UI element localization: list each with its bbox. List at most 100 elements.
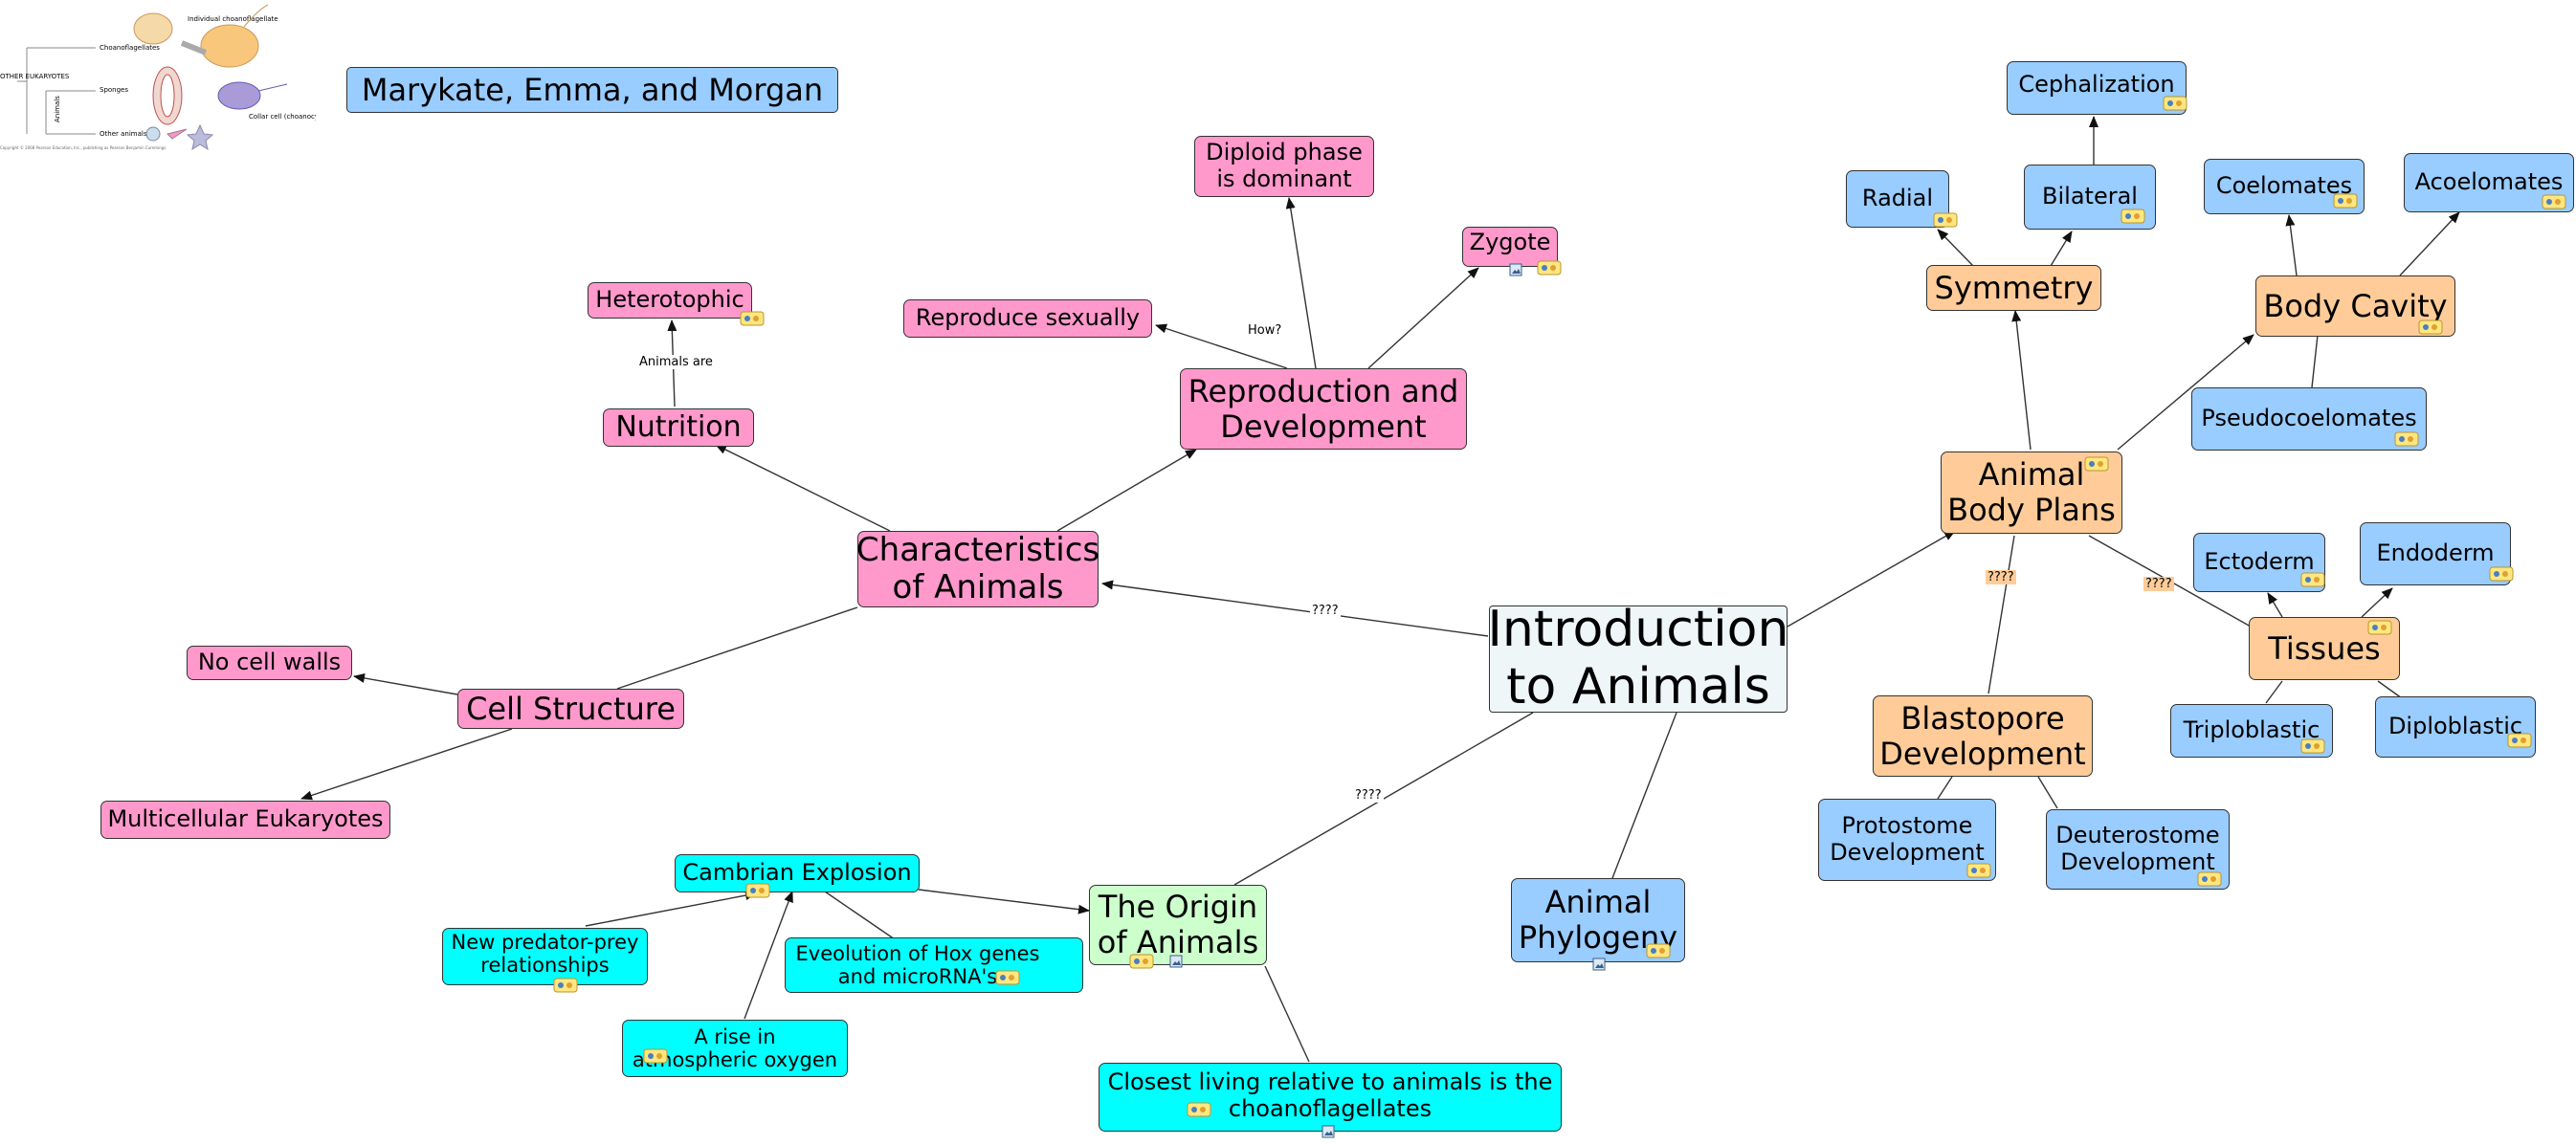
node-zygote[interactable]: Zygote	[1462, 227, 1558, 267]
link-bodyplans-bodycavity	[2117, 334, 2254, 451]
node-pseudocoelomates[interactable]: Pseudocoelomates	[2191, 387, 2427, 451]
link-root-bodyplans	[1787, 530, 1956, 628]
link-oxygen-cambrian	[744, 891, 793, 1020]
link-tissues-triploblastic	[2265, 680, 2283, 704]
link-repro-sexually	[1155, 323, 1288, 369]
link-tissues-ectoderm	[2267, 592, 2283, 618]
node-characteristics[interactable]: Characteristics of Animals	[855, 530, 1100, 607]
node-cephalization[interactable]: Cephalization	[2007, 61, 2187, 115]
node-animal-phylogeny[interactable]: Animal Phylogeny	[1511, 878, 1685, 962]
node-multicellular[interactable]: Multicellular Eukaryotes	[100, 801, 390, 839]
node-atmospheric-oxygen[interactable]: A rise in atmospheric oxygen	[622, 1020, 848, 1077]
link-tissues-diploblastic	[2377, 680, 2403, 699]
other-animals-illustration	[145, 123, 214, 151]
resource-link-icon[interactable]	[2507, 733, 2532, 748]
node-diploblastic[interactable]: Diploblastic	[2375, 696, 2536, 758]
node-radial[interactable]: Radial	[1846, 170, 1949, 228]
node-predator-prey[interactable]: New predator-prey relationships	[442, 928, 648, 985]
node-cell-structure[interactable]: Cell Structure	[457, 689, 684, 729]
link-root-characteristics	[1101, 580, 1489, 637]
resource-link-icon[interactable]	[745, 883, 770, 898]
link-label-animals-are: Animals are	[637, 355, 715, 369]
resource-link-icon[interactable]	[1537, 260, 1562, 275]
fig-label-other-animals: Other animals	[100, 130, 147, 138]
link-bodycavity-acoelomates	[2399, 211, 2460, 276]
node-protostome[interactable]: Protostome Development	[1818, 799, 1996, 881]
link-origin-choano	[1264, 965, 1310, 1063]
node-nutrition[interactable]: Nutrition	[603, 408, 754, 447]
choanoflagellate-illustration	[133, 4, 269, 68]
fig-label-animals: Animals	[54, 96, 61, 122]
link-char-reproduction	[1056, 449, 1197, 532]
resource-link-icon[interactable]	[740, 311, 765, 326]
resource-link-icon[interactable]	[995, 970, 1020, 985]
node-endoderm[interactable]: Endoderm	[2360, 522, 2511, 585]
link-label-origin-question: ????	[1353, 788, 1384, 803]
resource-link-icon[interactable]	[643, 1048, 668, 1064]
resource-link-icon[interactable]	[2489, 566, 2514, 582]
fig-label-other-eukaryotes: OTHER EUKARYOTES	[0, 73, 70, 80]
sponge-illustration	[152, 66, 288, 125]
node-reproduce-sexually[interactable]: Reproduce sexually	[903, 299, 1152, 338]
resource-link-icon[interactable]	[2300, 572, 2325, 587]
resource-link-icon[interactable]	[2121, 209, 2145, 224]
image-resource-icon[interactable]	[1592, 957, 1606, 971]
image-resource-icon[interactable]	[1321, 1124, 1335, 1138]
link-label-char-question: ????	[1310, 604, 1341, 618]
node-no-cell-walls[interactable]: No cell walls	[187, 646, 352, 680]
link-predator-cambrian	[585, 891, 757, 927]
resource-link-icon[interactable]	[2542, 194, 2566, 209]
link-label-blastopore-question: ????	[1986, 570, 2016, 584]
link-repro-diploid	[1285, 197, 1317, 369]
authors-box[interactable]: Marykate, Emma, and Morgan	[346, 67, 838, 113]
link-char-cellstructure	[616, 606, 858, 690]
resource-link-icon[interactable]	[2084, 456, 2109, 472]
image-resource-icon[interactable]	[1509, 262, 1522, 276]
node-reproduction[interactable]: Reproduction and Development	[1180, 368, 1467, 450]
resource-link-icon[interactable]	[2418, 319, 2443, 335]
node-introduction-to-animals[interactable]: Introduction to Animals	[1487, 601, 1789, 716]
link-symmetry-bilateral	[2050, 231, 2073, 267]
resource-link-icon[interactable]	[553, 978, 578, 993]
link-label-tissues-question: ????	[2143, 577, 2174, 591]
fig-label-choanoflagellates: Choanoflagellates	[100, 44, 160, 52]
link-hox-cambrian	[824, 891, 896, 940]
resource-link-icon[interactable]	[2394, 431, 2419, 447]
resource-link-icon[interactable]	[1129, 954, 1154, 969]
resource-link-icon[interactable]	[2300, 738, 2325, 754]
node-choanoflagellates[interactable]: Closest living relative to animals is th…	[1099, 1063, 1562, 1132]
node-cambrian[interactable]: Cambrian Explosion	[675, 854, 920, 892]
link-bodyplans-blastopore	[1988, 535, 2015, 694]
node-hox-genes[interactable]: Eveolution of Hox genes and microRNA's	[785, 937, 1083, 993]
link-cambrian-origin	[918, 889, 1090, 914]
resource-link-icon[interactable]	[1966, 863, 1991, 878]
node-symmetry[interactable]: Symmetry	[1926, 265, 2101, 311]
choanoflagellate-figure: OTHER EUKARYOTES Choanoflagellates Spong…	[0, 0, 328, 155]
node-blastopore[interactable]: Blastopore Development	[1873, 695, 2093, 777]
resource-link-icon[interactable]	[1933, 212, 1958, 228]
image-resource-icon[interactable]	[1169, 954, 1183, 968]
link-blastopore-deuterostome	[2037, 776, 2058, 809]
link-bodyplans-symmetry	[2011, 310, 2032, 451]
fig-label-sponges: Sponges	[100, 86, 128, 94]
link-repro-zygote	[1367, 267, 1479, 369]
resource-link-icon[interactable]	[1187, 1102, 1211, 1117]
node-tissues[interactable]: Tissues	[2249, 617, 2400, 680]
link-cell-nocellwalls	[353, 672, 458, 695]
resource-link-icon[interactable]	[2163, 96, 2187, 111]
node-heterotophic[interactable]: Heterotophic	[588, 282, 752, 319]
link-char-nutrition	[715, 444, 891, 532]
resource-link-icon[interactable]	[2197, 871, 2222, 887]
node-diploid[interactable]: Diploid phase is dominant	[1194, 136, 1374, 197]
link-label-how: How?	[1246, 323, 1284, 338]
fig-caption: Copyright © 2008 Pearson Education, Inc.…	[0, 145, 166, 150]
link-blastopore-protostome	[1937, 776, 1953, 800]
link-root-origin	[1233, 712, 1534, 886]
link-root-phylogeny	[1611, 712, 1677, 879]
resource-link-icon[interactable]	[2333, 193, 2358, 209]
resource-link-icon[interactable]	[2367, 620, 2392, 635]
resource-link-icon[interactable]	[1646, 943, 1671, 958]
link-cell-multicellular	[300, 728, 513, 801]
node-origin[interactable]: The Origin of Animals	[1089, 885, 1267, 965]
fig-label-collar-cell: Collar cell (choanocyte)	[249, 113, 316, 121]
